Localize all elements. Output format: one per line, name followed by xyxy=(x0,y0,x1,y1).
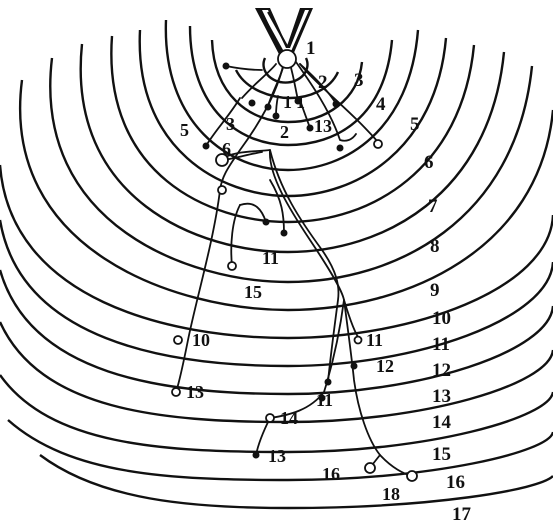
point-label-6: 6 xyxy=(222,139,231,159)
node-10 xyxy=(174,336,182,344)
point-label-12: 12 xyxy=(376,356,394,376)
node-top-c xyxy=(273,113,280,120)
point-labels: 1 1 2 3 5 6 13 11 15 10 11 12 13 11 14 1… xyxy=(180,92,400,504)
path-h xyxy=(270,180,284,233)
node-16 xyxy=(365,463,375,473)
ring-label-6: 6 xyxy=(424,152,434,173)
node-mid-a xyxy=(263,219,270,226)
ring-15 xyxy=(0,375,553,452)
point-label-13-left: 13 xyxy=(186,382,204,402)
node-left-5 xyxy=(203,143,210,150)
node-top-f xyxy=(307,125,314,132)
node-upper-open xyxy=(218,186,226,194)
node-12 xyxy=(351,363,358,370)
ring-label-17: 17 xyxy=(452,504,472,525)
point-label-11-right: 11 xyxy=(366,330,383,350)
point-label-10: 10 xyxy=(192,330,210,350)
ring-label-1: 1 xyxy=(306,38,316,59)
point-label-11-mid: 11 xyxy=(262,248,279,268)
node-origin xyxy=(278,50,296,68)
ring-label-13: 13 xyxy=(432,386,451,407)
node-top-h xyxy=(374,140,382,148)
ring-label-5: 5 xyxy=(410,114,420,135)
ring-label-11: 11 xyxy=(432,334,450,355)
ring-label-15: 15 xyxy=(432,444,451,465)
node-15 xyxy=(228,262,236,270)
point-label-top-1b: 1 xyxy=(296,92,305,112)
ring-label-4: 4 xyxy=(376,94,386,115)
point-label-13-low: 13 xyxy=(268,446,286,466)
point-label-16: 16 xyxy=(322,464,340,484)
node-13-low xyxy=(253,452,260,459)
ring-13 xyxy=(0,270,553,394)
point-label-11-low: 11 xyxy=(316,390,333,410)
ring-label-2: 2 xyxy=(318,72,328,93)
node-13-left xyxy=(172,388,180,396)
point-label-13-top: 13 xyxy=(314,116,332,136)
ring-label-3: 3 xyxy=(354,70,364,91)
path-c xyxy=(270,150,338,382)
node-top-left xyxy=(223,63,230,70)
ring-label-7: 7 xyxy=(428,196,438,217)
point-label-14: 14 xyxy=(280,408,298,428)
node-11-right xyxy=(355,337,362,344)
point-label-5: 5 xyxy=(180,120,189,140)
node-14 xyxy=(266,414,274,422)
node-mid-c xyxy=(325,379,332,386)
point-label-2: 2 xyxy=(280,122,289,142)
point-label-15: 15 xyxy=(244,282,262,302)
node-18 xyxy=(407,471,417,481)
ring-label-14: 14 xyxy=(432,412,452,433)
ring-label-10: 10 xyxy=(432,308,451,329)
node-top-e xyxy=(333,101,340,108)
ring-label-12: 12 xyxy=(432,360,451,381)
ring-label-8: 8 xyxy=(430,236,440,257)
path-d xyxy=(256,300,344,455)
node-top-a xyxy=(249,100,256,107)
ring-label-16: 16 xyxy=(446,472,465,493)
ring-label-9: 9 xyxy=(430,280,440,301)
node-mid-b xyxy=(281,230,288,237)
point-label-18: 18 xyxy=(382,484,400,504)
point-label-top-1a: 1 xyxy=(283,92,292,112)
point-label-3: 3 xyxy=(226,114,235,134)
node-top-g xyxy=(337,145,344,152)
path-top-2 xyxy=(226,66,262,70)
path-b xyxy=(220,150,412,476)
node-top-b xyxy=(265,104,272,111)
